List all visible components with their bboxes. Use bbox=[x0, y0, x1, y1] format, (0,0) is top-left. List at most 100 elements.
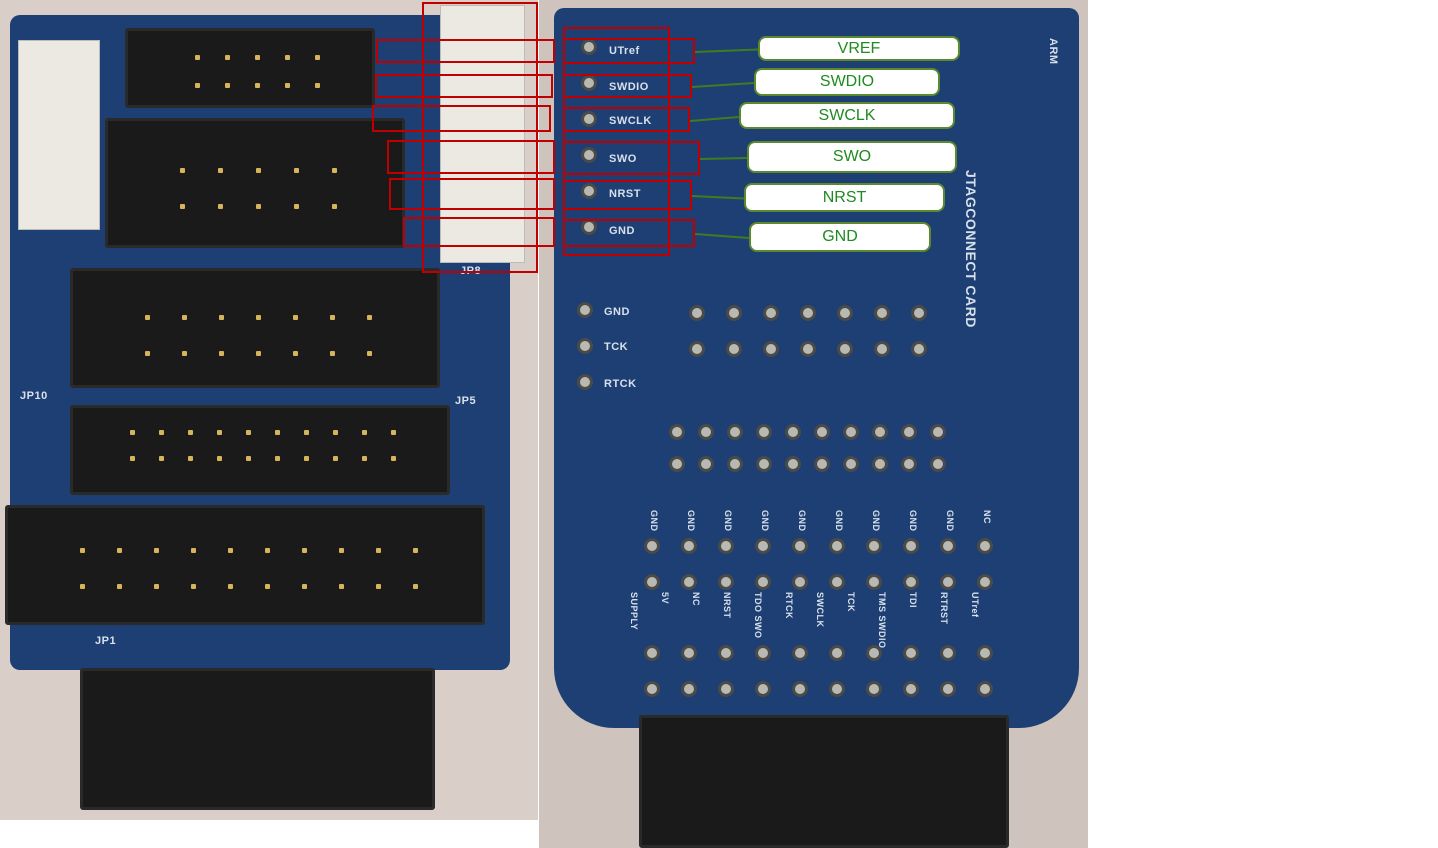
solder-pad bbox=[977, 645, 993, 661]
solder-pad bbox=[911, 341, 927, 357]
solder-pad bbox=[581, 111, 597, 127]
highlight-box-right-nrst bbox=[563, 180, 692, 210]
solder-pad bbox=[756, 424, 772, 440]
solder-pad bbox=[681, 574, 697, 590]
header-pin bbox=[154, 548, 159, 553]
solder-pad bbox=[977, 574, 993, 590]
label-nrst: NRST bbox=[744, 183, 945, 212]
highlight-box-left-vref bbox=[376, 39, 555, 63]
highlight-box-right-swclk bbox=[563, 107, 690, 132]
silk-top-row: GND bbox=[649, 510, 659, 532]
solder-pad bbox=[718, 538, 734, 554]
header-pin bbox=[376, 548, 381, 553]
silk-jp5: JP5 bbox=[455, 395, 477, 407]
solder-pad bbox=[940, 538, 956, 554]
header-pin bbox=[332, 204, 337, 209]
header-pin bbox=[188, 456, 193, 461]
header-pin bbox=[294, 204, 299, 209]
solder-pad bbox=[800, 341, 816, 357]
solder-pad bbox=[718, 574, 734, 590]
silk-jp10: JP10 bbox=[20, 390, 48, 402]
solder-pad bbox=[727, 424, 743, 440]
solder-pad bbox=[669, 424, 685, 440]
solder-pad bbox=[837, 341, 853, 357]
header-pin bbox=[218, 204, 223, 209]
solder-pad bbox=[763, 341, 779, 357]
header-pin bbox=[367, 315, 372, 320]
highlight-box-left-swdio bbox=[375, 74, 553, 98]
solder-pad bbox=[903, 681, 919, 697]
solder-pad bbox=[698, 456, 714, 472]
header-pin bbox=[180, 204, 185, 209]
solder-pad bbox=[911, 305, 927, 321]
header-2 bbox=[105, 118, 405, 248]
header-pin bbox=[339, 548, 344, 553]
header-pin bbox=[275, 430, 280, 435]
solder-pad bbox=[901, 424, 917, 440]
header-pin bbox=[332, 168, 337, 173]
header-1 bbox=[125, 28, 375, 108]
solder-pad bbox=[901, 456, 917, 472]
solder-pad bbox=[977, 538, 993, 554]
silk-nrst: NRST bbox=[609, 188, 641, 200]
silk-bottom-row: SUPPLY bbox=[629, 592, 639, 631]
solder-pad bbox=[792, 681, 808, 697]
header-pin bbox=[302, 548, 307, 553]
solder-pad bbox=[689, 341, 705, 357]
header-pin bbox=[367, 351, 372, 356]
solder-pad bbox=[756, 456, 772, 472]
highlight-box-left-swo bbox=[387, 140, 555, 174]
solder-pad bbox=[689, 305, 705, 321]
solder-pad bbox=[577, 374, 593, 390]
header-pin bbox=[182, 315, 187, 320]
solder-pad bbox=[814, 424, 830, 440]
silk-top-row: NC bbox=[982, 510, 992, 524]
left-board-photo: JP10 JP5 JP8 JP1 bbox=[0, 0, 538, 820]
label-gnd: GND bbox=[749, 222, 931, 252]
header-pin bbox=[333, 430, 338, 435]
header-pin bbox=[191, 584, 196, 589]
header-pin bbox=[130, 456, 135, 461]
silk-top-row: GND bbox=[834, 510, 844, 532]
silk-bottom-row: 5V bbox=[660, 592, 670, 605]
silk-swo: SWO bbox=[609, 153, 637, 165]
silk-bottom-row: TMS SWDIO bbox=[877, 592, 887, 649]
solder-pad bbox=[681, 645, 697, 661]
header-pin bbox=[330, 351, 335, 356]
solder-pad bbox=[829, 645, 845, 661]
header-pin bbox=[228, 548, 233, 553]
header-4 bbox=[70, 405, 450, 495]
header-pin bbox=[391, 430, 396, 435]
solder-pad bbox=[903, 538, 919, 554]
solder-pad bbox=[940, 645, 956, 661]
solder-pad bbox=[977, 681, 993, 697]
silk-side-rtck: RTCK bbox=[604, 378, 637, 390]
header-pin bbox=[285, 55, 290, 60]
solder-pad bbox=[581, 147, 597, 163]
silk-bottom-row: UTref bbox=[970, 592, 980, 618]
header-pin bbox=[225, 83, 230, 88]
header-pin bbox=[246, 456, 251, 461]
solder-pad bbox=[837, 305, 853, 321]
solder-pad bbox=[800, 305, 816, 321]
solder-pad bbox=[698, 424, 714, 440]
solder-pad bbox=[792, 574, 808, 590]
header-pin bbox=[217, 456, 222, 461]
header-pin bbox=[219, 315, 224, 320]
header-pin bbox=[294, 168, 299, 173]
solder-pad bbox=[792, 645, 808, 661]
header-pin bbox=[145, 351, 150, 356]
solder-pad bbox=[755, 574, 771, 590]
header-pin bbox=[246, 430, 251, 435]
highlight-box-right-swo bbox=[563, 141, 700, 175]
silk-top-row: GND bbox=[760, 510, 770, 532]
header-pin bbox=[117, 548, 122, 553]
header-pin bbox=[302, 584, 307, 589]
solder-pad bbox=[785, 456, 801, 472]
solder-pad bbox=[874, 305, 890, 321]
solder-pad bbox=[669, 456, 685, 472]
header-pin bbox=[255, 55, 260, 60]
white-connector-left bbox=[18, 40, 100, 230]
silk-bottom-row: TDI bbox=[908, 592, 918, 608]
header-pin bbox=[315, 83, 320, 88]
